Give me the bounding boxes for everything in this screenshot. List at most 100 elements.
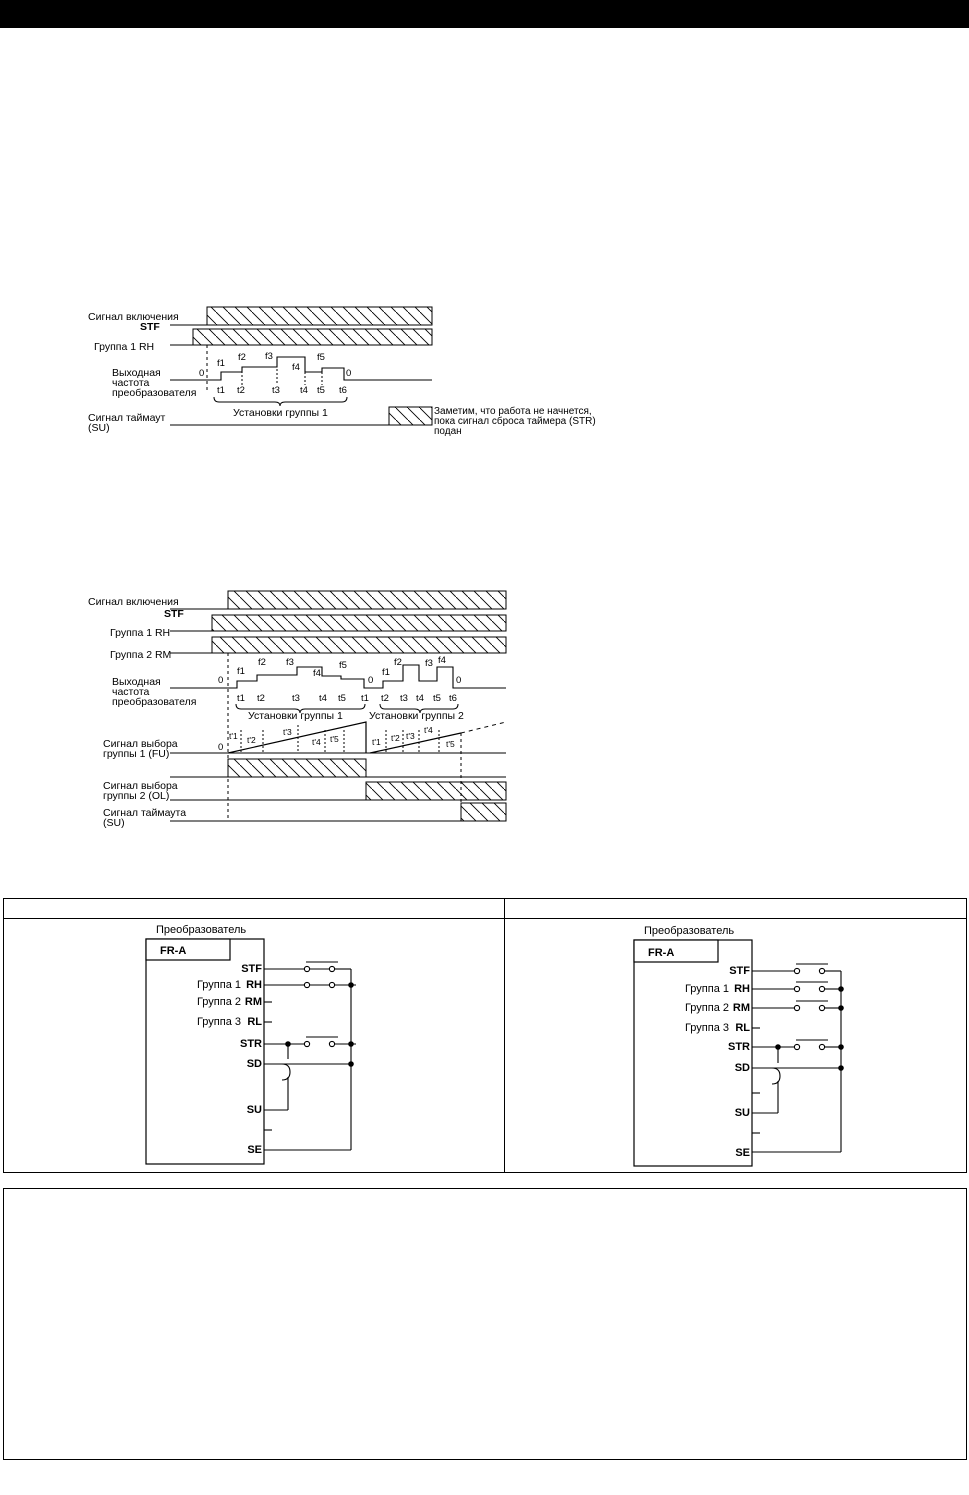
label-t2: t2 [237, 385, 245, 396]
label-ol: группы 2 (OL) [103, 790, 169, 802]
notes-box [3, 1188, 967, 1460]
label-group2: Группа 2 [197, 996, 241, 1008]
label-output: Выходная [112, 676, 161, 688]
label-t6: t6 [339, 385, 347, 396]
terminal-rl: RL [735, 1022, 750, 1034]
label-zero: 0 [368, 675, 373, 686]
terminal-se: SE [247, 1144, 262, 1156]
terminal-sd: SD [735, 1062, 750, 1074]
label-f2: f2 [394, 657, 402, 668]
label-t5: t5 [338, 693, 346, 704]
label-tprime: t'5 [330, 734, 339, 744]
terminal-str: STR [728, 1041, 750, 1053]
label-group1: Группа 1 [197, 979, 241, 991]
label-f4: f4 [292, 362, 300, 373]
note-text: Заметим, что работа не начнется, [434, 405, 592, 417]
label-su: (SU) [103, 817, 125, 829]
label-tprime: t'1 [229, 731, 238, 741]
table-divider [504, 899, 505, 1172]
label-zero: 0 [346, 368, 351, 379]
label-stf: STF [164, 608, 184, 620]
terminal-rh: RH [246, 979, 262, 991]
label-output: частота [112, 686, 150, 698]
label-f3: f3 [425, 658, 433, 669]
label-f5: f5 [339, 660, 347, 671]
label-start-signal: Сигнал включения [88, 596, 179, 608]
terminal-rh: RH [734, 983, 750, 995]
wiring-table: Преобразователь FR-A STF Группа 1 RH Гру… [3, 898, 967, 1173]
terminal-stf: STF [729, 965, 750, 977]
terminal-se: SE [735, 1147, 750, 1159]
label-f1: f1 [237, 666, 245, 677]
label-zero: 0 [199, 368, 204, 379]
label-fu: Сигнал выбора [103, 738, 178, 750]
label-t1: t1 [361, 693, 369, 704]
inverter-model: FR-A [160, 945, 186, 957]
label-t3: t3 [400, 693, 408, 704]
label-t2: t2 [381, 693, 389, 704]
inverter-title: Преобразователь [644, 925, 734, 937]
label-tprime: t'2 [391, 733, 400, 743]
terminal-su: SU [735, 1107, 750, 1119]
label-t4: t4 [416, 693, 424, 704]
label-tprime: t'2 [247, 735, 256, 745]
label-timeout: Сигнал таймаут [88, 412, 166, 424]
label-tprime: t'4 [424, 725, 433, 735]
label-tprime: t'5 [446, 739, 455, 749]
label-f2: f2 [258, 657, 266, 668]
inverter-title: Преобразователь [156, 924, 246, 936]
label-t5: t5 [317, 385, 325, 396]
label-tprime: t'1 [372, 737, 381, 747]
label-f4: f4 [438, 655, 446, 666]
label-timeout: (SU) [88, 422, 110, 434]
label-group1: Группа 1 [685, 983, 729, 995]
label-settings-group1: Установки группы 1 [233, 407, 328, 419]
label-group1: Группа 1 RH [110, 627, 170, 639]
label-group3: Группа 3 [685, 1022, 729, 1034]
wiring-diagram-right: Преобразователь FR-A STF Группа 1 RH Гру… [633, 925, 844, 1167]
wiring-diagram-left: Преобразователь FR-A STF Группа 1 RH Гру… [145, 924, 356, 1165]
label-t3: t3 [272, 385, 280, 396]
terminal-rm: RM [733, 1002, 750, 1014]
note-text: подан [434, 426, 462, 437]
label-t2: t2 [257, 693, 265, 704]
label-tprime: t'4 [312, 737, 321, 747]
timing-diagram-1: Сигнал включения STF Группа 1 RH Выходна… [88, 306, 596, 437]
label-stf: STF [140, 321, 160, 333]
label-output: частота [112, 377, 150, 389]
label-zero: 0 [218, 742, 223, 753]
label-output: преобразователя [112, 696, 196, 708]
label-group2: Группа 2 RM [110, 649, 171, 661]
inverter-model: FR-A [648, 947, 674, 959]
terminal-stf: STF [241, 963, 262, 975]
label-fu: группы 1 (FU) [103, 748, 169, 760]
label-t6: t6 [449, 693, 457, 704]
label-output: преобразователя [112, 387, 196, 399]
label-tprime: t'3 [406, 731, 415, 741]
timing-diagram-2: Сигнал включения STF Группа 1 RH Группа … [88, 590, 507, 829]
label-tprime: t'3 [283, 727, 292, 737]
label-settings-group1: Установки группы 1 [248, 710, 343, 722]
label-f3: f3 [265, 351, 273, 362]
label-su: Сигнал таймаута [103, 807, 186, 819]
label-f2: f2 [238, 352, 246, 363]
label-f5: f5 [317, 352, 325, 363]
terminal-sd: SD [247, 1058, 262, 1070]
top-header-bar [0, 0, 969, 28]
terminal-rl: RL [247, 1016, 262, 1028]
label-group2: Группа 2 [685, 1002, 729, 1014]
label-t1: t1 [217, 385, 225, 396]
label-ol: Сигнал выбора [103, 780, 178, 792]
label-t5: t5 [433, 693, 441, 704]
table-header-row [4, 899, 966, 919]
terminal-str: STR [240, 1038, 262, 1050]
label-t4: t4 [319, 693, 327, 704]
label-output: Выходная [112, 367, 161, 379]
label-t3: t3 [292, 693, 300, 704]
label-t1: t1 [237, 693, 245, 704]
label-zero: 0 [456, 675, 461, 686]
label-f1: f1 [217, 358, 225, 369]
label-zero: 0 [218, 675, 223, 686]
label-f3: f3 [286, 657, 294, 668]
label-f1: f1 [382, 667, 390, 678]
